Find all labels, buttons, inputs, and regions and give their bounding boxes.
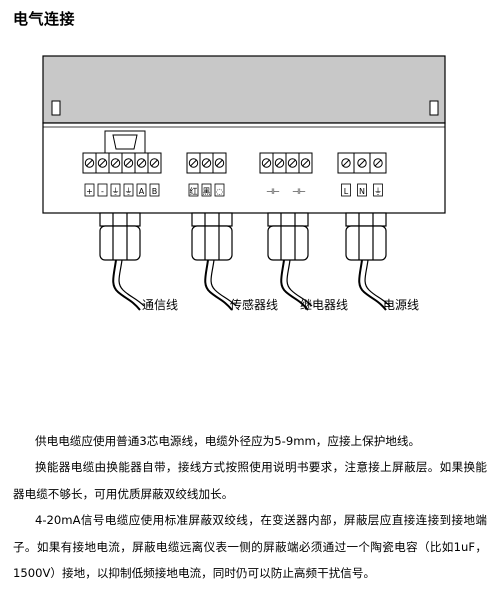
db9-connector-icon — [104, 130, 146, 154]
terminal-screw-icon — [199, 152, 214, 174]
terminal-screw-icon — [186, 152, 201, 174]
svg-text:N: N — [359, 187, 365, 196]
sensor-symbols: 红黑 ◌ — [188, 183, 225, 197]
cable-wire — [204, 259, 237, 311]
terminal-symbol: 黑 — [201, 183, 212, 197]
terminal-screw-icon — [369, 152, 387, 174]
terminal-screw-icon — [147, 152, 162, 174]
terminal-screw-icon — [121, 152, 136, 174]
cable-gland-icon — [267, 212, 309, 261]
terminal-symbol: B — [149, 183, 160, 197]
svg-text:黑: 黑 — [203, 187, 211, 196]
svg-text:-: - — [101, 187, 104, 196]
svg-text:L: L — [344, 187, 349, 196]
terminal-screw-icon — [259, 152, 274, 174]
terminal-symbol: + — [84, 183, 95, 197]
cable-label-power: 电源线 — [383, 298, 420, 312]
paragraph-transducer-cable: 换能器电缆由换能器自带，接线方式按照使用说明书要求，注意接上屏蔽层。如果换能器电… — [13, 460, 487, 501]
terminal-symbol: ⊣⊢ — [292, 187, 306, 196]
cable-wire — [358, 259, 391, 311]
terminal-symbol: ⏚ — [110, 183, 121, 197]
terminal-symbol: 红 — [188, 183, 199, 197]
page-title: 电气连接 — [13, 10, 76, 28]
terminal-screw-icon — [82, 152, 97, 174]
svg-text:B: B — [152, 187, 158, 196]
sensor-terminal-block — [186, 152, 227, 174]
cable-gland-icon — [99, 212, 141, 261]
svg-text:⊣⊢: ⊣⊢ — [292, 187, 306, 196]
terminal-symbol: ⏚ — [123, 183, 134, 197]
relay-symbols: ⊣⊢ ⊣⊢ — [266, 187, 306, 196]
terminal-screw-icon — [272, 152, 287, 174]
power-terminal-block — [337, 152, 387, 174]
svg-text:⏚: ⏚ — [125, 187, 133, 196]
terminal-screw-icon — [95, 152, 110, 174]
power-symbols: L N ⏚ — [341, 183, 383, 197]
paragraph-power-cable: 供电电缆应使用普通3芯电源线，电缆外径应为5-9mm，应接上保护地线。 — [35, 434, 421, 448]
terminal-symbol: N — [357, 183, 367, 197]
cable-label-relay: 继电器线 — [300, 298, 349, 312]
svg-text:A: A — [139, 187, 145, 196]
hinge-right — [429, 100, 439, 116]
terminal-screw-icon — [212, 152, 227, 174]
svg-text:⏚: ⏚ — [374, 187, 382, 196]
cable-wire — [112, 259, 145, 311]
terminal-symbol: ⊣⊢ — [266, 187, 280, 196]
terminal-screw-icon — [108, 152, 123, 174]
cable-label-comm: 通信线 — [142, 298, 179, 312]
cable-wire — [280, 259, 313, 311]
svg-text:⊣⊢: ⊣⊢ — [266, 187, 280, 196]
hinge-left — [51, 100, 61, 116]
terminal-screw-icon — [134, 152, 149, 174]
terminal-symbol: ⏚ — [373, 183, 383, 197]
terminal-screw-icon — [353, 152, 371, 174]
terminal-symbol: ◌ — [214, 183, 225, 197]
terminal-screw-icon — [298, 152, 313, 174]
svg-text:红: 红 — [190, 186, 198, 196]
svg-text:⏚: ⏚ — [112, 187, 120, 196]
cable-gland-icon — [345, 212, 387, 261]
cable-label-sensor: 传感器线 — [230, 298, 279, 312]
terminal-screw-icon — [337, 152, 355, 174]
terminal-symbol: L — [341, 183, 351, 197]
cable-gland-icon — [191, 212, 233, 261]
relay-terminal-block — [259, 152, 313, 174]
terminal-symbol: - — [97, 183, 108, 197]
terminal-symbol: A — [136, 183, 147, 197]
signal-terminal-block — [82, 152, 162, 174]
svg-text:+: + — [86, 187, 93, 196]
svg-text:◌: ◌ — [216, 187, 223, 196]
enclosure-lid — [42, 55, 446, 124]
paragraph-signal-cable: 4-20mA信号电缆应使用标准屏蔽双绞线，在变送器内部，屏蔽层应直接连接到接地端… — [13, 513, 487, 580]
terminal-screw-icon — [285, 152, 300, 174]
